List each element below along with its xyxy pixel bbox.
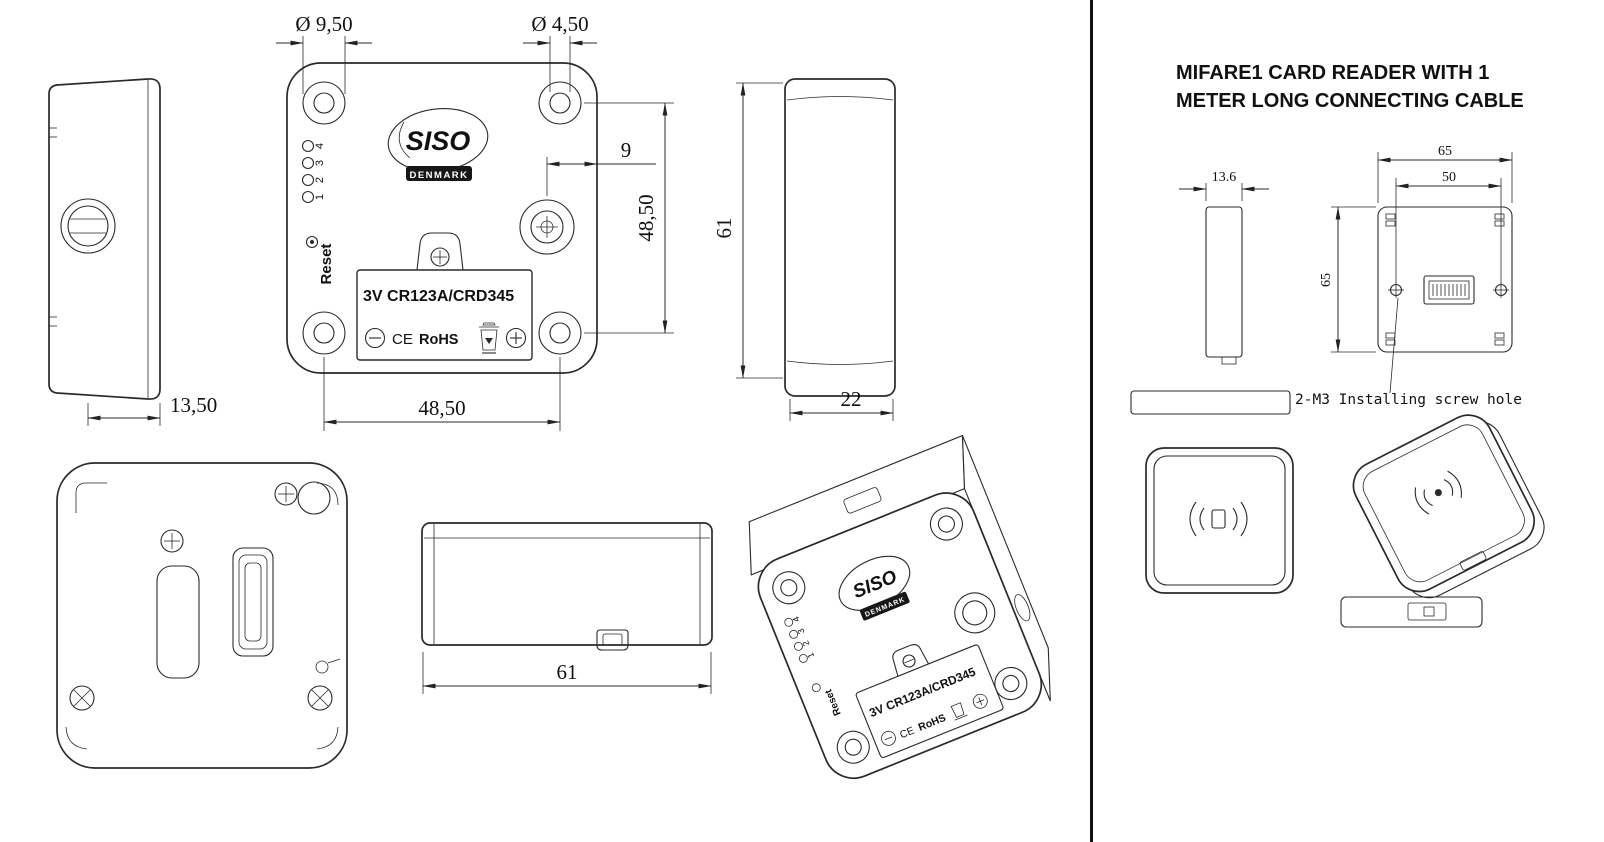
dim-label-bottom-width: 61 xyxy=(557,660,578,684)
contactless-icon-small xyxy=(1414,470,1462,515)
dim-label-reader-height: 65 xyxy=(1319,273,1334,287)
reader-screw-hole-left-icon xyxy=(1388,282,1404,298)
led-label-4-3d: 4 xyxy=(791,615,802,623)
battery-label: 3V CR123A/CRD345 xyxy=(363,288,514,305)
led-label-1: 1 xyxy=(314,194,326,200)
reader-title-line2: METER LONG CONNECTING CABLE xyxy=(1176,90,1524,112)
led-label-3: 3 xyxy=(314,160,326,166)
siso-logo: SISO DENMARK xyxy=(387,108,489,181)
center-screw-hole-icon xyxy=(519,199,575,255)
led-indicators-3d: 4 3 2 1 xyxy=(784,615,816,663)
view-bottom: 61 xyxy=(421,522,713,694)
contactless-icon xyxy=(1189,501,1248,537)
dim-side-left-depth: 13,50 xyxy=(87,393,217,426)
view-side-left: 13,50 xyxy=(48,78,217,426)
dim-label-side-left-depth: 13,50 xyxy=(170,393,217,417)
led-label-2-3d: 2 xyxy=(800,639,811,647)
minus-terminal-icon xyxy=(364,327,386,349)
center-screw-hole-3d-icon xyxy=(954,592,996,634)
brand-country-text: DENMARK xyxy=(409,170,468,181)
view-back xyxy=(56,462,348,769)
dim-screw-offset: 9 xyxy=(546,138,656,196)
led-indicators: 4 3 2 1 xyxy=(301,139,326,204)
dim-label-front-width: 48,50 xyxy=(418,396,465,420)
dim-label-side-depth: 22 xyxy=(841,387,862,411)
dim-label-hole-small: Ø 4,50 xyxy=(531,12,588,36)
dim-hole-large: Ø 9,50 xyxy=(276,12,372,94)
dim-reader-hole-spacing: 50 xyxy=(1395,170,1502,283)
led-label-2: 2 xyxy=(314,177,326,183)
led-label-4: 4 xyxy=(314,143,326,149)
back-screw-top-icon xyxy=(274,482,298,506)
dim-label-screw-offset: 9 xyxy=(621,138,632,162)
dim-reader-height: 65 xyxy=(1319,206,1376,353)
reader-front-view xyxy=(1145,447,1294,594)
dim-side-depth: 22 xyxy=(789,387,894,421)
led-label-1-3d: 1 xyxy=(805,651,816,659)
lock-cylinder-icon xyxy=(60,198,116,254)
dim-label-front-height: 48,50 xyxy=(634,194,658,241)
reader-edge-view xyxy=(1130,390,1291,415)
reader-connector-icon xyxy=(1423,275,1475,305)
back-screw-bottom-left-icon xyxy=(69,685,95,711)
panel-divider xyxy=(1090,0,1093,842)
corner-screw-holes-icon xyxy=(302,81,582,355)
battery-compartment: 3V CR123A/CRD345 CE RoHS xyxy=(356,232,533,361)
battery-door-outline xyxy=(156,565,200,679)
dim-label-reader-width: 65 xyxy=(1438,144,1452,159)
reset-label: Reset xyxy=(318,244,335,285)
reader-panel: MIFARE1 CARD READER WITH 1 METER LONG CO… xyxy=(1130,62,1545,628)
plus-terminal-icon xyxy=(505,327,527,349)
view-3d-perspective: 4 3 2 1 Reset SISO DENMARK 3V CR123A/CRD… xyxy=(748,434,1051,779)
dim-label-reader-hole-spacing: 50 xyxy=(1442,170,1456,185)
brand-band xyxy=(406,166,472,181)
dim-label-reader-thickness: 13.6 xyxy=(1212,170,1237,185)
ce-mark-label: CE xyxy=(392,331,413,348)
connector-tab xyxy=(596,629,629,651)
reader-screw-hole-right-icon xyxy=(1493,282,1509,298)
brand-text: SISO xyxy=(406,126,471,156)
ce-mark-label-3d: CE xyxy=(898,725,916,742)
connector-slot xyxy=(232,547,274,657)
back-screw-bottom-right-icon xyxy=(307,685,333,711)
reader-side-view: 13.6 xyxy=(1179,170,1269,365)
dim-label-side-height: 61 xyxy=(712,218,736,239)
view-front: SISO DENMARK 4 3 2 1 Reset 3V CR123A/CRD… xyxy=(276,12,674,431)
reader-bottom-view xyxy=(1340,596,1483,628)
led-label-3-3d: 3 xyxy=(795,627,806,635)
view-side-right: 61 22 xyxy=(712,78,896,421)
screw-note-leader xyxy=(1389,297,1399,394)
dim-label-hole-large: Ø 9,50 xyxy=(295,12,352,36)
reader-top-view: 65 50 65 xyxy=(1319,144,1513,353)
dim-side-height: 61 xyxy=(712,82,783,379)
reset-control: Reset xyxy=(305,235,335,285)
weee-bin-icon xyxy=(479,322,499,354)
dim-bottom-width: 61 xyxy=(422,652,712,694)
siso-logo-3d: SISO DENMARK xyxy=(838,555,911,621)
rohs-label: RoHS xyxy=(419,332,459,348)
dim-front-width: 48,50 xyxy=(323,357,561,431)
screw-note: 2-M3 Installing screw hole xyxy=(1295,392,1522,408)
dim-hole-small: Ø 4,50 xyxy=(523,12,597,92)
reader-title-line1: MIFARE1 CARD READER WITH 1 xyxy=(1176,62,1489,84)
back-corner-hole-icon xyxy=(297,481,331,515)
back-screw-left-icon xyxy=(160,529,184,553)
dim-front-height: 48,50 xyxy=(584,102,674,334)
reader-3d-view xyxy=(1352,414,1545,599)
dim-reader-width: 65 xyxy=(1377,144,1513,203)
